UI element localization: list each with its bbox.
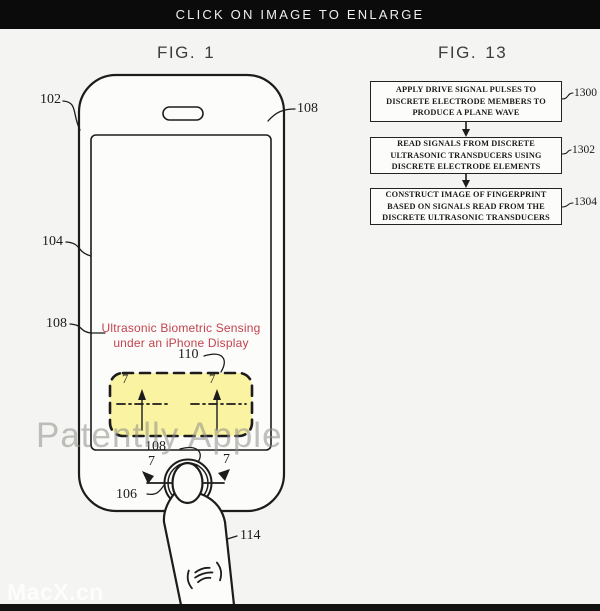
ref-108-mid: 108 <box>46 316 67 331</box>
ref-114: 114 <box>240 528 261 543</box>
screen-outline <box>90 134 272 451</box>
sensing-annotation: Ultrasonic Biometric Sensing under an iP… <box>91 321 271 351</box>
section-arrowhead-left <box>142 471 154 484</box>
flow-ref-leader-1300 <box>561 92 574 100</box>
ref-7-section-right: 7 <box>223 452 230 467</box>
flow-step-construct-image: CONSTRUCT IMAGE OF FINGERPRINT BASED ON … <box>370 188 562 225</box>
leader-102 <box>62 100 81 131</box>
fig1-title: FIG. 1 <box>157 43 216 62</box>
leader-110 <box>203 353 225 373</box>
finger-right-edge <box>199 492 236 607</box>
ref-108-top: 108 <box>297 101 318 116</box>
speaker-slot <box>162 106 204 121</box>
sensing-annotation-line2: under an iPhone Display <box>113 336 249 350</box>
ref-102: 102 <box>40 92 61 107</box>
ref-108-home: 108 <box>145 439 166 454</box>
knuckle-crease <box>186 561 223 590</box>
flow-ref-leader-1302 <box>561 149 572 155</box>
ref-1302: 1302 <box>572 144 595 156</box>
flow-arrowhead-2 <box>462 180 470 188</box>
patently-apple-watermark: Patentlly Apple <box>36 416 283 455</box>
fig13-title: FIG. 13 <box>438 43 508 62</box>
flow-arrowhead-1 <box>462 129 470 137</box>
region-arrowhead-right <box>213 389 221 400</box>
ref-7-region-left: 7 <box>122 372 129 386</box>
region-arrowhead-left <box>138 389 146 400</box>
finger-body-fill <box>163 494 234 607</box>
top-banner[interactable]: CLICK ON IMAGE TO ENLARGE <box>0 0 600 29</box>
ref-1300: 1300 <box>574 87 597 99</box>
ref-106: 106 <box>116 487 137 502</box>
section-arrowhead-right <box>218 469 230 481</box>
ref-7-section-left: 7 <box>148 454 155 469</box>
leader-108-mid <box>69 323 106 334</box>
finger-left-edge <box>162 492 183 607</box>
top-banner-label: CLICK ON IMAGE TO ENLARGE <box>175 7 425 22</box>
fingertip <box>171 461 204 505</box>
ref-1304: 1304 <box>574 196 597 208</box>
sensing-annotation-line1: Ultrasonic Biometric Sensing <box>101 321 261 335</box>
flow-ref-leader-1304 <box>561 202 574 208</box>
macx-watermark: MacX.cn <box>7 579 104 605</box>
bottom-strip <box>0 604 600 611</box>
ref-104: 104 <box>42 234 63 249</box>
leader-108-top <box>267 108 296 122</box>
ref-7-region-right: 7 <box>209 372 216 386</box>
ref-110: 110 <box>178 347 199 362</box>
flow-step-read-signals: READ SIGNALS FROM DISCRETE ULTRASONIC TR… <box>370 137 562 174</box>
flow-step-apply-drive: APPLY DRIVE SIGNAL PULSES TO DISCRETE EL… <box>370 81 562 122</box>
leader-108-home <box>179 447 201 463</box>
leader-104 <box>65 241 92 257</box>
